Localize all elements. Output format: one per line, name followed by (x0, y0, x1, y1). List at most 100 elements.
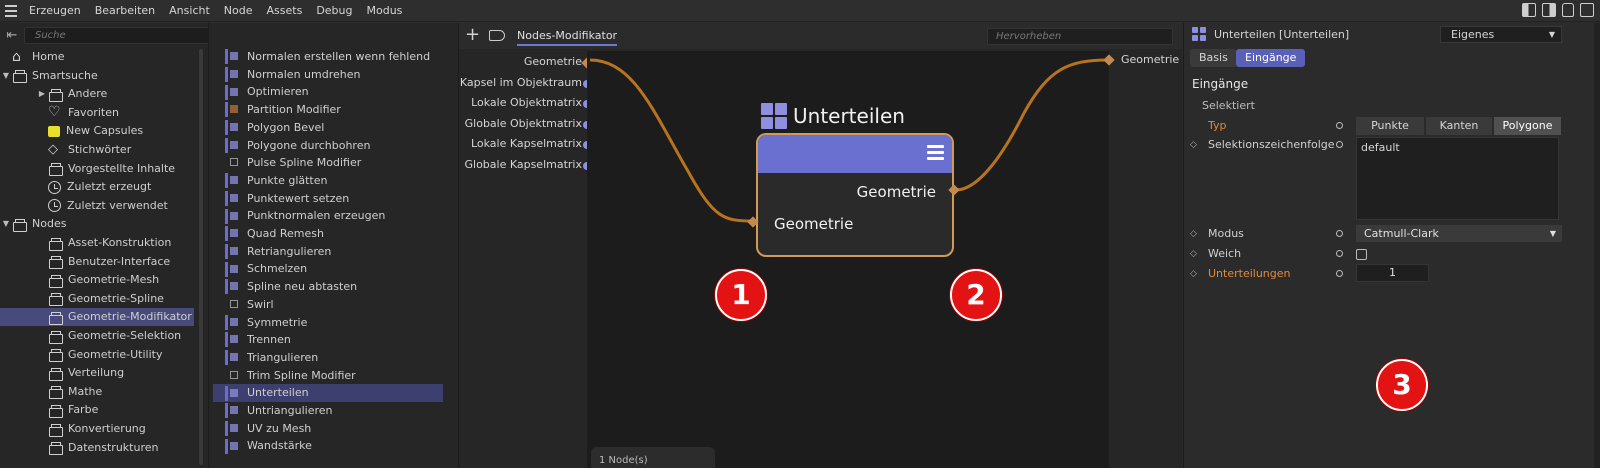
attribute-title: Unterteilen [Unterteilen] (1192, 27, 1349, 41)
collapse-sidebar-icon[interactable]: ⇤ (6, 27, 18, 43)
asset-browser-tree: ⇤ Home▼Smartsuche▶AndereFavoritenNew Cap… (0, 23, 208, 468)
tree-item[interactable]: Verteilung (0, 364, 194, 382)
tree-item[interactable]: Stichwörter (0, 141, 194, 159)
typ-punkte-button[interactable]: Punkte (1356, 117, 1425, 135)
selection-string-field[interactable]: default (1356, 137, 1559, 220)
typ-polygone-button[interactable]: Polygone (1494, 117, 1562, 135)
tree-item[interactable]: Home (0, 48, 194, 66)
node-menu-icon[interactable] (927, 145, 944, 161)
wire-input-geometrie (589, 58, 753, 223)
keyframe-circle-icon[interactable] (1336, 230, 1343, 237)
diamond-icon[interactable]: ◇ (1190, 249, 1197, 259)
unterteilungen-field[interactable]: 1 (1356, 264, 1429, 282)
menu-assets[interactable]: Assets (266, 3, 303, 17)
expand-arrow-icon[interactable]: ▼ (2, 219, 10, 229)
tab-nodes-modifikator[interactable]: Nodes-Modifikator (517, 29, 618, 46)
node-list-item[interactable]: Symmetrie (213, 314, 443, 332)
tree-item[interactable]: Asset-Konstruktion (0, 234, 194, 252)
tree-item-label: Zuletzt verwendet (67, 198, 168, 212)
tree-item[interactable]: Geometrie-Mesh (0, 271, 194, 289)
tab-eingaenge[interactable]: Eingänge (1236, 49, 1306, 67)
layout-right-icon[interactable] (1542, 3, 1556, 17)
stack-icon (48, 348, 63, 363)
tree-item[interactable]: Mathe (0, 383, 194, 401)
keyframe-circle-icon[interactable] (1336, 270, 1343, 277)
node-canvas[interactable] (587, 51, 1109, 468)
menu-modus[interactable]: Modus (366, 3, 403, 17)
node-list-item[interactable]: Schmelzen (213, 260, 443, 278)
node-list-item[interactable]: Unterteilen (213, 384, 443, 402)
diamond-icon[interactable]: ◇ (1190, 140, 1197, 150)
tree-item[interactable]: Datenstrukturen (0, 439, 194, 457)
tree-scrollbar[interactable] (199, 49, 203, 465)
node-list-item[interactable]: Polygon Bevel (213, 119, 443, 137)
keyframe-circle-icon[interactable] (1336, 141, 1343, 148)
modus-dropdown[interactable]: Catmull-Clark ▼ (1356, 225, 1562, 242)
node-list-item[interactable]: Partition Modifier (213, 101, 443, 119)
tree-item[interactable]: Favoriten (0, 103, 194, 122)
tree-item[interactable]: Vorgestellte Inhalte (0, 160, 194, 178)
add-node-icon[interactable]: + (465, 24, 481, 45)
node-list-item-label: Punkte glätten (247, 173, 328, 187)
menu-node[interactable]: Node (223, 3, 253, 17)
expand-arrow-icon[interactable]: ▶ (38, 89, 46, 99)
menu-bearbeiten[interactable]: Bearbeiten (94, 3, 156, 17)
tag-icon[interactable] (489, 30, 505, 41)
unterteilen-node[interactable]: Geometrie Geometrie (756, 133, 954, 257)
node-list-item[interactable]: Quad Remesh (213, 225, 443, 243)
attribute-scrollbar[interactable] (1594, 23, 1600, 468)
node-list-item[interactable]: Pulse Spline Modifier (213, 154, 443, 172)
keyframe-circle-icon[interactable] (1336, 250, 1343, 257)
clock-icon (48, 199, 61, 213)
menu-debug[interactable]: Debug (316, 3, 353, 17)
diamond-icon[interactable]: ◇ (1190, 229, 1197, 239)
tree-item[interactable]: Geometrie-Modifikator (0, 308, 194, 327)
keyframe-circle-icon[interactable] (1336, 122, 1343, 129)
tree-item[interactable]: ▼Smartsuche (0, 67, 194, 85)
tree-item[interactable]: Geometrie-Utility (0, 346, 194, 364)
tab-basis[interactable]: Basis (1190, 49, 1237, 67)
node-list-item[interactable]: Trim Spline Modifier (213, 367, 443, 385)
node-list-item[interactable]: Wandstärke (213, 437, 443, 455)
hamburger-menu-icon[interactable] (0, 0, 22, 22)
tree-item[interactable]: Zuletzt verwendet (0, 197, 194, 215)
tree-item[interactable]: ▶Andere (0, 85, 194, 103)
weich-checkbox[interactable] (1356, 249, 1367, 260)
menu-erzeugen[interactable]: Erzeugen (29, 3, 81, 17)
mode-dropdown-value: Eigenes (1451, 28, 1495, 41)
node-list-item[interactable]: Punktnormalen erzeugen (213, 207, 443, 225)
tree-item[interactable]: New Capsules (0, 122, 194, 140)
layout-left-icon[interactable] (1522, 3, 1536, 17)
node-list-item[interactable]: UV zu Mesh (213, 420, 443, 438)
tree-item[interactable]: ▼Nodes (0, 215, 194, 233)
node-list-item[interactable]: Normalen erstellen wenn fehlend (213, 48, 443, 66)
mode-dropdown[interactable]: Eigenes ▼ (1440, 26, 1562, 43)
node-list-item[interactable]: Polygone durchbohren (213, 137, 443, 155)
node-header[interactable] (758, 135, 952, 173)
popout-icon[interactable] (1580, 3, 1594, 17)
node-list-item[interactable]: Punkte glätten (213, 172, 443, 190)
tree-item[interactable]: Farbe (0, 401, 194, 419)
triangulate-icon (225, 350, 240, 366)
node-list-item[interactable]: Untriangulieren (213, 402, 443, 420)
expand-arrow-icon[interactable]: ▼ (2, 70, 10, 80)
lock-icon[interactable] (1562, 3, 1574, 17)
tree-item[interactable]: Zuletzt erzeugt (0, 178, 194, 196)
node-list-item[interactable]: Punktewert setzen (213, 190, 443, 208)
node-list-item[interactable]: Optimieren (213, 83, 443, 101)
node-list-item[interactable]: Spline neu abtasten (213, 278, 443, 296)
highlight-input[interactable]: Hervorheben (987, 28, 1173, 45)
node-list-item[interactable]: Trennen (213, 331, 443, 349)
tree-item[interactable]: Geometrie-Spline (0, 290, 194, 308)
tree-item[interactable]: Konvertierung (0, 420, 194, 438)
node-list-item[interactable]: Retriangulieren (213, 243, 443, 261)
typ-kanten-button[interactable]: Kanten (1426, 117, 1493, 135)
diamond-icon[interactable]: ◇ (1190, 269, 1197, 279)
menu-ansicht[interactable]: Ansicht (169, 3, 210, 17)
node-list-item[interactable]: Swirl (213, 296, 443, 314)
tree-item[interactable]: Benutzer-Interface (0, 253, 194, 271)
tree-item[interactable]: Geometrie-Selektion (0, 327, 194, 345)
node-list-item[interactable]: Triangulieren (213, 349, 443, 367)
stack-icon (48, 367, 63, 381)
node-list-item[interactable]: Normalen umdrehen (213, 66, 443, 84)
